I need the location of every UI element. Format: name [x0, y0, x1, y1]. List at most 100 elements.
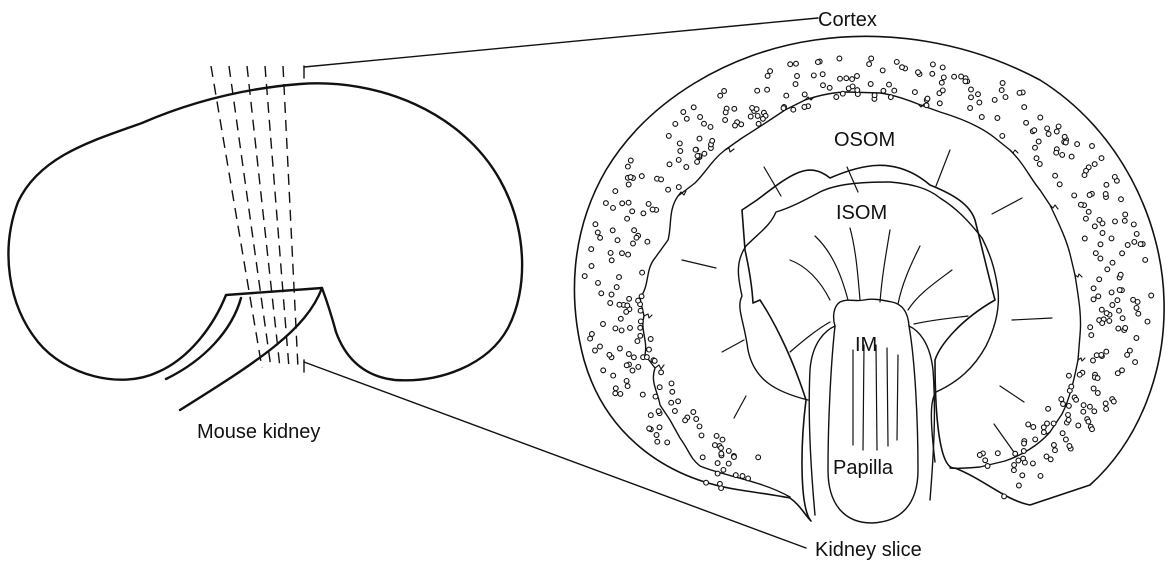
glomerulus-dot [641, 211, 646, 216]
glomerulus-dot [628, 158, 633, 163]
glomerulus-dot [1111, 399, 1116, 404]
glomerulus-dot [593, 348, 598, 353]
glomerulus-dot [640, 270, 645, 275]
glomerulus-dot [635, 339, 640, 344]
glomerulus-dot [652, 359, 657, 364]
glomerulus-dot [1072, 193, 1077, 198]
papilla-label: Papilla [833, 457, 894, 479]
slice-guide-lines [211, 66, 298, 368]
glomerulus-dot [618, 346, 623, 351]
glomerulus-dot [1026, 422, 1031, 427]
glomerulus-dot [1086, 209, 1091, 214]
glomerulus-dot [665, 440, 670, 445]
glomerulus-dot [968, 106, 973, 111]
glomerulus-dot [1022, 105, 1027, 110]
glomerulus-dot [639, 174, 644, 179]
glomerulus-dot [695, 160, 700, 165]
glomerulus-dot [1077, 372, 1082, 377]
glomerulus-dot [1054, 129, 1059, 134]
glomerulus-dot [1033, 145, 1038, 150]
glomerulus-dot [708, 125, 713, 130]
glomerulus-dot [1119, 197, 1124, 202]
glomerulus-dot [1003, 95, 1008, 100]
glomerulus-dot [628, 175, 633, 180]
glomerulus-dot [650, 207, 655, 212]
glomerulus-dot [855, 88, 860, 93]
glomerulus-dot [816, 60, 821, 65]
glomerulus-dot [1053, 173, 1058, 178]
glomerulus-dot [834, 95, 839, 100]
glomerulus-dot [872, 93, 877, 98]
glomerulus-dot [1122, 218, 1127, 223]
glomerulus-dot [723, 118, 728, 123]
glomerulus-dot [624, 363, 629, 368]
glomerulus-dot [1032, 128, 1037, 133]
glomerulus-dot [1086, 419, 1091, 424]
glomerulus-dot [1136, 311, 1141, 316]
glomerulus-dot [1021, 449, 1026, 454]
glomerulus-dot [869, 56, 874, 61]
glomerulus-dot [1034, 156, 1039, 161]
glomerulus-dot [756, 121, 761, 126]
glomerulus-dot [657, 385, 662, 390]
glomerulus-dot [590, 332, 595, 337]
glomerulus-dot [618, 316, 623, 321]
glomerulus-dot [676, 185, 681, 190]
glomerulus-dot [626, 252, 631, 257]
glomerulus-dot [596, 281, 601, 286]
glomerulus-dot [1089, 333, 1094, 338]
glomerulus-dot [1016, 458, 1021, 463]
glomerulus-dot [1066, 418, 1071, 423]
glomerulus-dot [670, 389, 675, 394]
glomerulus-dot [677, 141, 682, 146]
glomerulus-dot [608, 251, 613, 256]
glomerulus-dot [1060, 153, 1065, 158]
glomerulus-dot [582, 274, 587, 279]
isom-outline [738, 182, 998, 462]
glomerulus-dot [1052, 443, 1057, 448]
glomerulus-dot [992, 98, 997, 103]
glomerulus-dot [1098, 256, 1103, 261]
glomerulus-dot [1062, 134, 1067, 139]
glomerulus-dot [1134, 232, 1139, 237]
glomerulus-dot [678, 149, 683, 154]
glomerulus-dot [630, 209, 635, 214]
glomerulus-dot [598, 235, 603, 240]
glomerulus-dot [795, 74, 800, 79]
glomerulus-dot [620, 201, 625, 206]
glomerulus-dot [676, 158, 681, 163]
glomerulus-dot [880, 68, 885, 73]
glomerulus-dot [1013, 451, 1018, 456]
glomerulus-dot [1091, 297, 1096, 302]
glomerulus-dot [632, 228, 637, 233]
glomerulus-dot [1103, 192, 1108, 197]
glomerulus-dot [1038, 115, 1043, 120]
glomerulus-dot [765, 87, 770, 92]
glomerulus-dot [1066, 413, 1071, 418]
glomerulus-dot [1097, 218, 1102, 223]
glomerulus-dot [1104, 311, 1109, 316]
glomerulus-dot [1081, 409, 1086, 414]
glomerulus-dot [802, 105, 807, 110]
glomerulus-dot [1100, 321, 1105, 326]
glomerulus-dot [613, 326, 618, 331]
glomerulus-dot [726, 449, 731, 454]
glomerulus-dot [788, 62, 793, 67]
glomerulus-dot [888, 95, 893, 100]
glomerulus-dot [793, 82, 798, 87]
glomerulus-dot [1117, 288, 1122, 293]
glomerulus-dot [811, 73, 816, 78]
glomerulus-dot [1123, 326, 1128, 331]
glomerulus-dot [627, 296, 632, 301]
glomerulus-dot [666, 187, 671, 192]
glomerulus-dot [1096, 294, 1101, 299]
glomerulus-dot [1048, 457, 1053, 462]
glomerulus-dot [700, 455, 705, 460]
glomerulus-dot [626, 164, 631, 169]
glomerulus-dot [1110, 260, 1115, 265]
glomerulus-dot [1075, 142, 1080, 147]
glomerulus-dot [589, 247, 594, 252]
glomerulus-dot [673, 409, 678, 414]
glomerulus-dot [607, 352, 612, 357]
glomerulus-dot [1095, 376, 1100, 381]
